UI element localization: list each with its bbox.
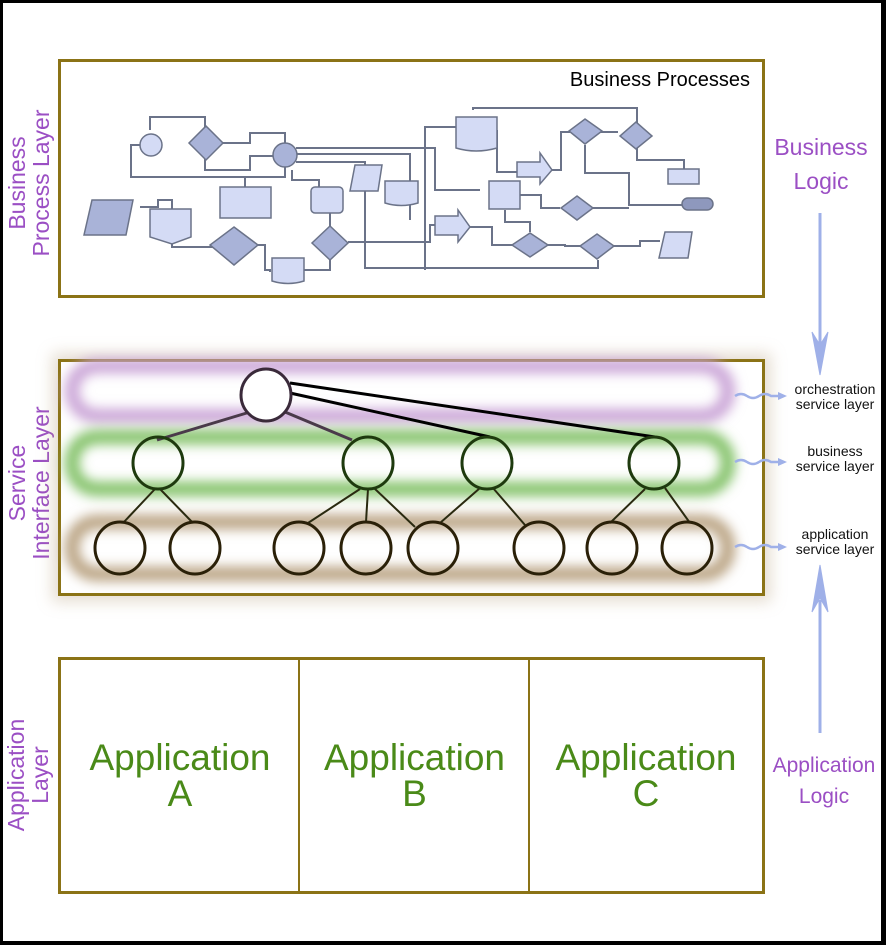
label-line: business [807,443,863,459]
label-line: Logic [798,785,850,808]
label-line: Application [772,754,876,777]
business-process-layer-label: Business Process Layer [4,103,55,263]
label-line: Layer [27,746,53,804]
label-line: Process Layer [28,109,54,257]
business-logic-label: Business Logic [762,130,880,198]
label-line: Business [774,134,868,160]
label-line: Service [4,444,30,522]
application-logic-label: Application Logic [764,750,884,812]
app-name: Application [89,736,271,778]
label-line: Logic [793,168,849,194]
app-id: C [632,772,660,814]
app-name: Application [323,736,505,778]
label-line: application [801,526,869,542]
label-line: Interface Layer [28,406,54,560]
label-line: service layer [795,396,875,412]
label-line: service layer [795,458,875,474]
business-service-layer-label: business service layer [780,444,886,474]
service-interface-layer-label: Service Interface Layer [4,401,55,565]
service-interface-panel [58,359,765,596]
orchestration-service-layer-label: orchestration service layer [780,382,886,412]
app-divider [298,660,300,891]
label-line: service layer [795,541,875,557]
label-line: Business [4,136,30,230]
app-name: Application [555,736,737,778]
application-service-layer-label: application service layer [780,527,886,557]
app-divider [528,660,530,891]
application-layer-label: Application Layer [3,710,54,840]
business-process-panel: Business Processes [58,59,765,298]
app-id: B [402,772,427,814]
label-line: orchestration [794,381,876,397]
label-line: Application [3,718,29,832]
app-id: A [167,772,193,814]
business-processes-title: Business Processes [569,69,750,91]
